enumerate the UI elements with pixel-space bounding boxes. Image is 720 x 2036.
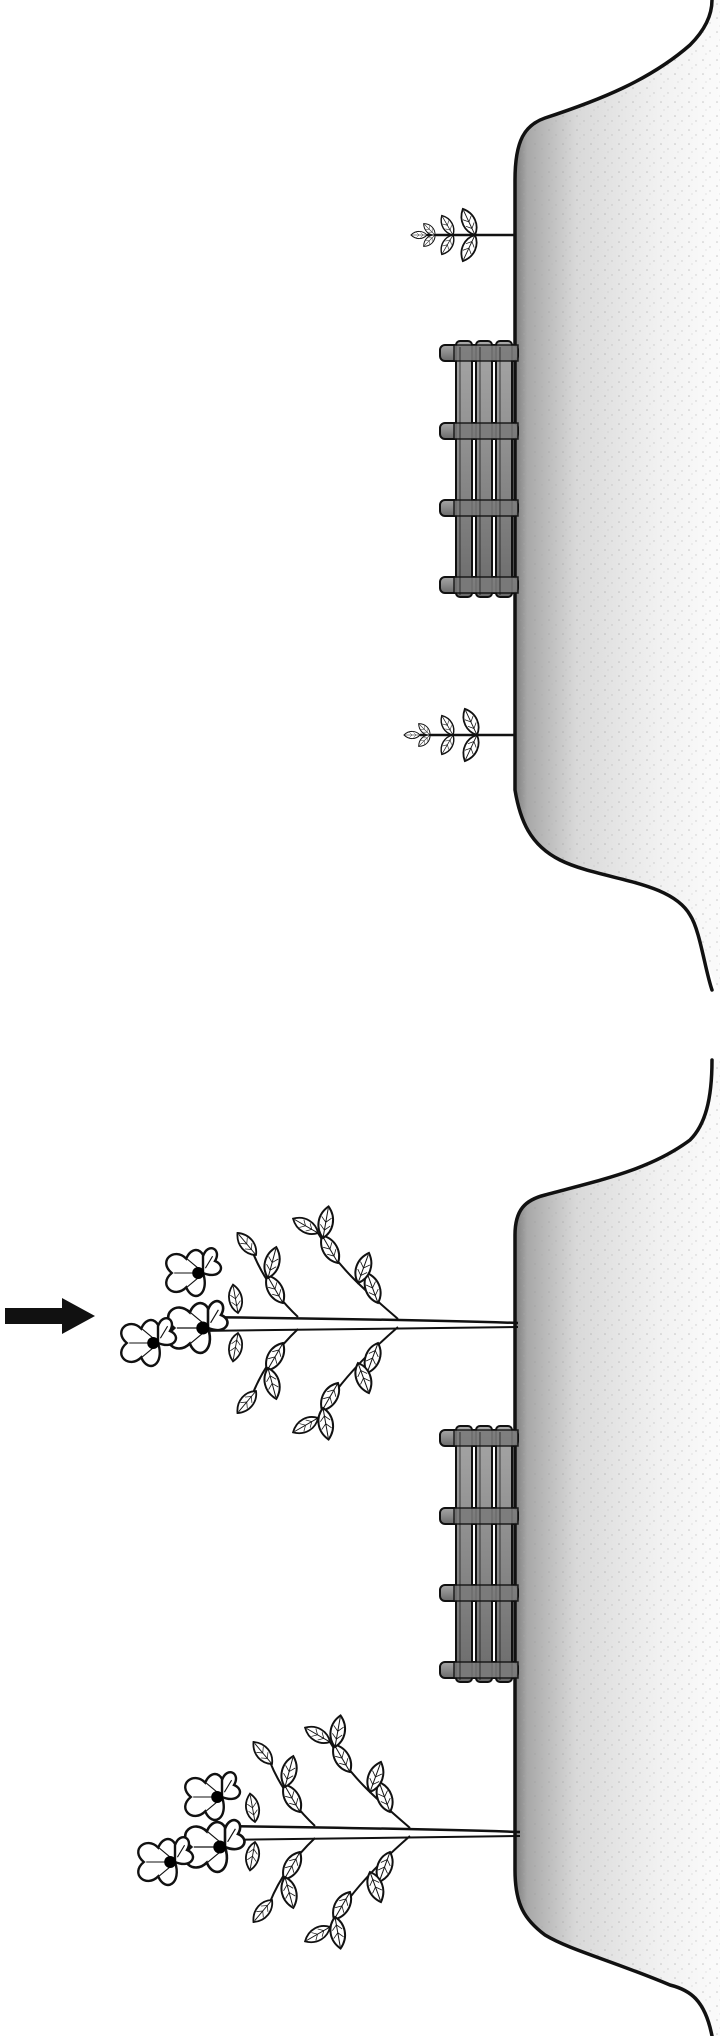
scene-after bbox=[5, 1060, 720, 2036]
scene-before bbox=[404, 0, 720, 990]
flowering-plant-icon bbox=[121, 1205, 518, 1441]
flowering-plant-icon bbox=[138, 1714, 520, 1950]
wooden-pallet-icon bbox=[440, 341, 518, 597]
raised-bed-before bbox=[515, 0, 720, 990]
seedling-icon bbox=[411, 206, 515, 264]
seedling-icon bbox=[404, 706, 515, 764]
wooden-pallet-icon bbox=[440, 1426, 518, 1682]
raised-bed-after bbox=[515, 1060, 720, 2036]
pointer-arrow-icon bbox=[5, 1298, 95, 1334]
